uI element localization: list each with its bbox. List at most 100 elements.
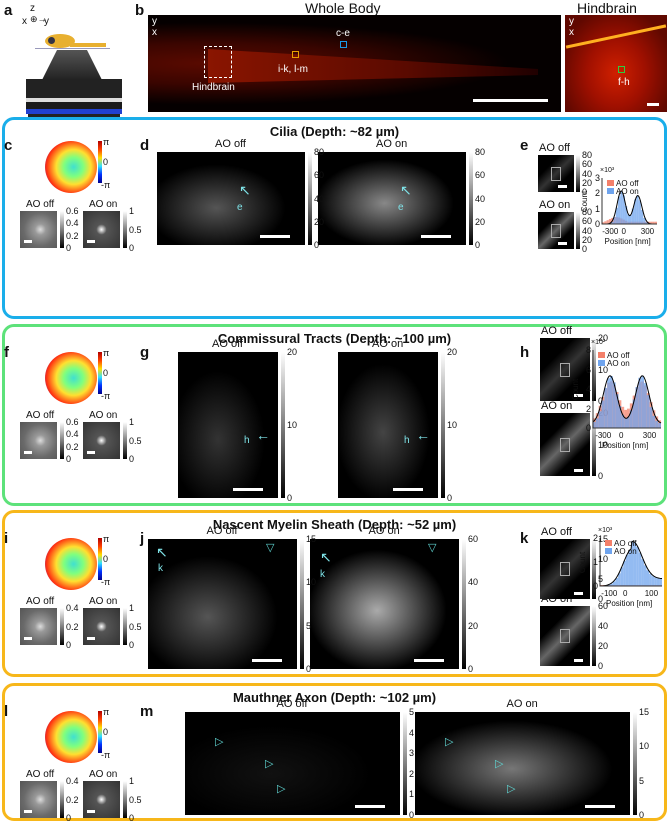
histogram-bar-ao-on: [644, 383, 647, 428]
ao-off-label: AO off: [206, 525, 238, 537]
colorbar-tick: 20: [582, 177, 593, 188]
scale-bar: [355, 805, 385, 808]
histogram-bar-ao-off: [606, 220, 609, 224]
colorbar: [60, 422, 64, 459]
colorbar: [123, 781, 127, 818]
phase-zero: 0: [103, 157, 109, 167]
colorbar: [123, 422, 127, 459]
colorbar-tick: 0.4: [66, 429, 79, 440]
scale-bar: [473, 99, 548, 102]
colorbar-tick: 10: [598, 439, 609, 450]
x-tick: -300: [595, 431, 612, 440]
scale-bar: [233, 488, 263, 491]
psf-ao-on-image: [83, 608, 120, 645]
histogram-bar-ao-on: [659, 578, 662, 586]
histogram-bar-ao-on: [654, 577, 657, 586]
histogram-bar-ao-on: [613, 217, 616, 224]
ao-off-label: AO off: [539, 142, 570, 154]
arrow-icon: ↖: [400, 182, 412, 198]
histogram-bar-ao-on: [649, 573, 652, 586]
arrow-icon: ↖: [320, 549, 332, 565]
colorbar-tick: 20: [447, 347, 458, 357]
panel-label-c: c: [4, 137, 13, 154]
arrow-label: e: [237, 202, 243, 213]
roi-fh: [618, 66, 625, 73]
arrow-label: h: [244, 435, 250, 446]
colorbar-tick: 1: [129, 603, 135, 613]
colorbar: [403, 712, 407, 815]
ao-on-label: AO on: [539, 199, 571, 211]
colorbar-tick: 1: [593, 557, 599, 567]
colorbar: [592, 413, 596, 476]
roi-ce: [340, 41, 347, 48]
scale-bar: [585, 805, 615, 808]
legend-ao-off: AO off: [614, 539, 637, 548]
colorbar: [592, 539, 596, 599]
y-exponent: ×10³: [600, 167, 615, 174]
colorbar-tick: 3: [595, 173, 601, 183]
colorbar: [592, 606, 596, 666]
histogram-bar-ao-on: [612, 382, 616, 428]
psf-ao-off-image: [20, 211, 57, 248]
colorbar-tick: 0: [129, 813, 135, 823]
x-tick: 300: [640, 227, 655, 236]
histogram-bar-ao-on: [607, 378, 610, 428]
line-profile-box: [560, 437, 570, 452]
panel-label-f: f: [4, 344, 9, 361]
psf-ao-on-image: [83, 422, 120, 459]
ao-off-label: AO off: [212, 338, 243, 350]
histogram-bar-ao-on: [638, 377, 642, 428]
histogram-bar-ao-on: [646, 570, 650, 586]
colorbar-tick: 0: [306, 664, 312, 674]
psf-ao-on-label: AO on: [89, 199, 118, 210]
colorbar: [441, 352, 445, 498]
section-title: Mauthner Axon (Depth: ~102 µm): [232, 690, 437, 705]
phase-colorbar: [98, 538, 102, 580]
colorbar-tick: 10: [598, 364, 609, 375]
line-profile-box: [560, 562, 570, 576]
colorbar-tick: 0.4: [66, 603, 79, 613]
fit-curve: [592, 375, 662, 424]
arrowhead-marker-icon: ▽: [428, 542, 437, 554]
colorbar-tick: 60: [582, 159, 593, 170]
panel-label-d: d: [140, 137, 150, 154]
colorbar-tick: 10: [598, 554, 609, 564]
colorbar-tick: 0.2: [66, 794, 79, 805]
colorbar: [633, 712, 637, 815]
axis-z: z: [30, 3, 35, 14]
colorbar-tick: 0: [129, 454, 135, 464]
colorbar-tick: 1: [129, 776, 135, 786]
histogram-bar-ao-on: [595, 418, 599, 428]
arrowhead-marker-icon: ▷: [265, 758, 274, 770]
histogram-bar-ao-on: [645, 222, 648, 224]
ao-on-label: AO on: [368, 525, 400, 537]
histogram-bar-ao-on: [641, 559, 644, 586]
ao-off-label: AO off: [541, 325, 572, 337]
legend-ao-off: AO off: [616, 179, 639, 188]
colorbar-tick: 2: [586, 403, 592, 414]
legend-ao-on: AO on: [616, 187, 639, 196]
colorbar-tick: 2: [409, 768, 415, 779]
colorbar-tick: 0.5: [129, 621, 142, 632]
colorbar-tick: 0.5: [129, 224, 142, 235]
colorbar-tick: 0: [598, 594, 604, 604]
histogram-bar-ao-on: [651, 576, 655, 586]
colorbar-tick: 0: [129, 243, 135, 253]
colorbar: [592, 338, 596, 401]
histogram-bar-ao-on: [610, 376, 613, 428]
histogram-bar-ao-on: [622, 195, 625, 224]
histogram-bar-ao-on: [598, 411, 602, 428]
psf-ao-on-label: AO on: [89, 769, 118, 780]
ao-off-label: AO off: [541, 526, 572, 538]
x-tick: 0: [623, 589, 628, 598]
x-tick: -300: [602, 227, 619, 236]
histogram-bar-ao-on: [623, 560, 626, 586]
colorbar-tick: 0.2: [66, 621, 79, 632]
phase-min: -π: [101, 750, 111, 760]
colorbar: [308, 152, 312, 245]
scale-bar: [393, 488, 423, 491]
ao-on-image: ←h: [338, 352, 438, 498]
ao-off-image: ←h: [178, 352, 278, 498]
phase-min: -π: [101, 180, 111, 190]
x-tick: 100: [644, 589, 659, 598]
